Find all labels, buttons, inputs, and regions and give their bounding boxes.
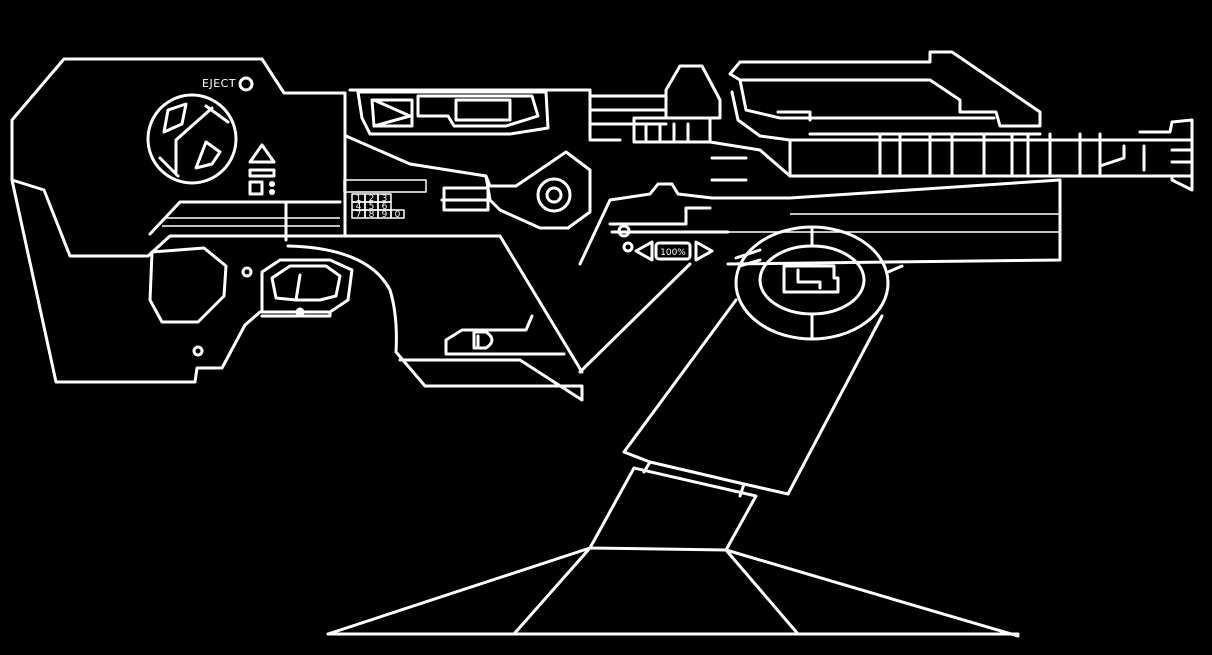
charge-level-value: 100% (660, 248, 686, 258)
keypad-key-label: 5 (369, 202, 375, 212)
weapon-receiver (340, 64, 722, 374)
keypad-key-label: 3 (382, 194, 388, 204)
mount-stand (326, 225, 1020, 638)
chevron-right-icon (694, 240, 714, 262)
keypad-key-label: 1 (356, 194, 362, 204)
triangle-icon (248, 143, 276, 196)
keypad-key-label: 8 (369, 210, 375, 220)
keypad-key (390, 209, 405, 219)
keypad-key-label: 9 (382, 210, 388, 220)
keypad-key-label: 0 (395, 210, 401, 220)
mount-emblem-icon (782, 264, 840, 294)
weapon-barrel (578, 50, 1194, 266)
keypad-key-label: 6 (382, 202, 388, 212)
grip-assembly (148, 244, 584, 402)
keypad-key-label: 7 (356, 210, 362, 220)
keypad-display (343, 179, 427, 193)
eject-button-icon[interactable] (238, 76, 254, 92)
gear-cog-icon (146, 93, 238, 185)
keypad-key-label: 2 (369, 194, 375, 204)
scope-icon (444, 314, 566, 356)
keypad-key-label: 4 (356, 202, 362, 212)
eject-label: EJECT (202, 77, 236, 90)
weapon-stock (10, 57, 347, 384)
chevron-left-icon (634, 240, 654, 262)
eject-control[interactable]: EJECT (202, 76, 254, 92)
